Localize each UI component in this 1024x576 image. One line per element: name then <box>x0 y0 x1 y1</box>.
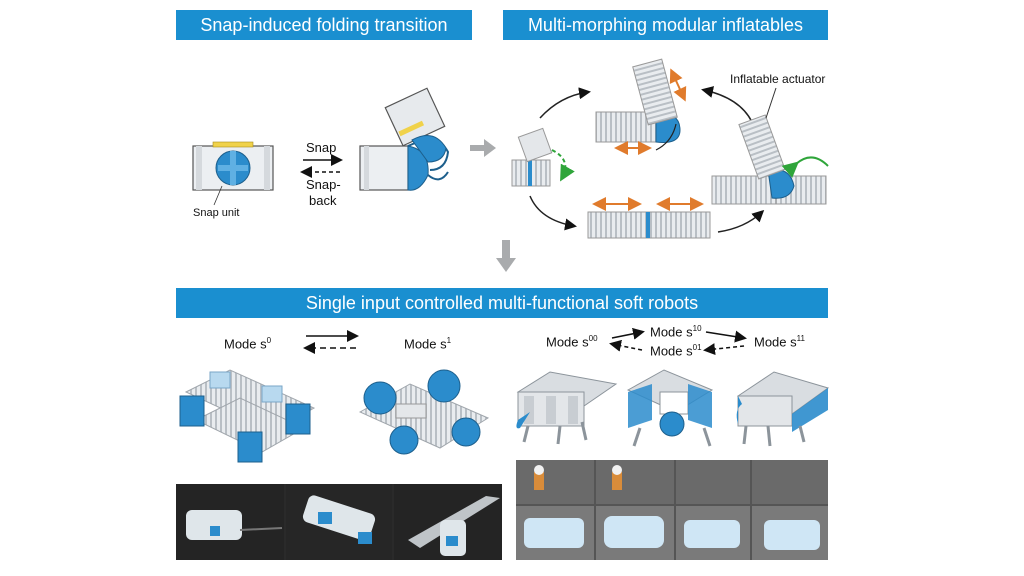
mode-s1-label: Mode s1 <box>404 336 452 352</box>
robot-mode-s00-render <box>516 371 618 445</box>
snapback-label-line1: Snap- <box>306 177 341 192</box>
mode-arrows-left <box>303 330 359 354</box>
snap-unit-pointer <box>213 185 223 206</box>
mode-s0-label: Mode s0 <box>224 336 272 352</box>
flow-arrow-right <box>470 139 496 157</box>
robot-mode-s11-render <box>736 371 830 447</box>
snap-unit-folded <box>359 87 450 191</box>
inflatable-actuator-label: Inflatable actuator <box>730 72 826 86</box>
robot-mode-s0-render <box>179 369 316 463</box>
mode-s10-label: Mode s10 <box>650 324 702 340</box>
photo-strip-left <box>176 484 502 560</box>
mode-arrows-right <box>609 327 747 356</box>
snap-arrows <box>300 154 343 178</box>
robot-mode-s1-render <box>358 369 490 455</box>
snap-unit-label: Snap unit <box>193 207 240 219</box>
mode-s00-label: Mode s00 <box>546 334 598 350</box>
actuator-straight <box>587 197 711 239</box>
actuator-label-pointer <box>765 87 777 119</box>
robots-panel-title: Single input controlled multi-functional… <box>176 288 828 318</box>
actuator-bent-right <box>711 114 829 205</box>
snapback-label-line2: back <box>309 193 337 208</box>
cycle-arrows <box>529 86 765 233</box>
mode-s11-label: Mode s11 <box>754 334 805 350</box>
snap-label: Snap <box>306 140 337 155</box>
snap-unit-flat <box>192 141 274 191</box>
snap-panel-title: Snap-induced folding transition <box>176 10 472 40</box>
actuator-bent-top <box>595 58 687 155</box>
mode-s01-label: Mode s01 <box>650 343 702 359</box>
multi-panel-title: Multi-morphing modular inflatables <box>503 10 828 40</box>
flow-arrow-down <box>496 240 516 272</box>
robot-mode-s10-render <box>626 369 714 447</box>
actuator-small <box>511 127 575 187</box>
photo-grid-right <box>516 460 828 560</box>
